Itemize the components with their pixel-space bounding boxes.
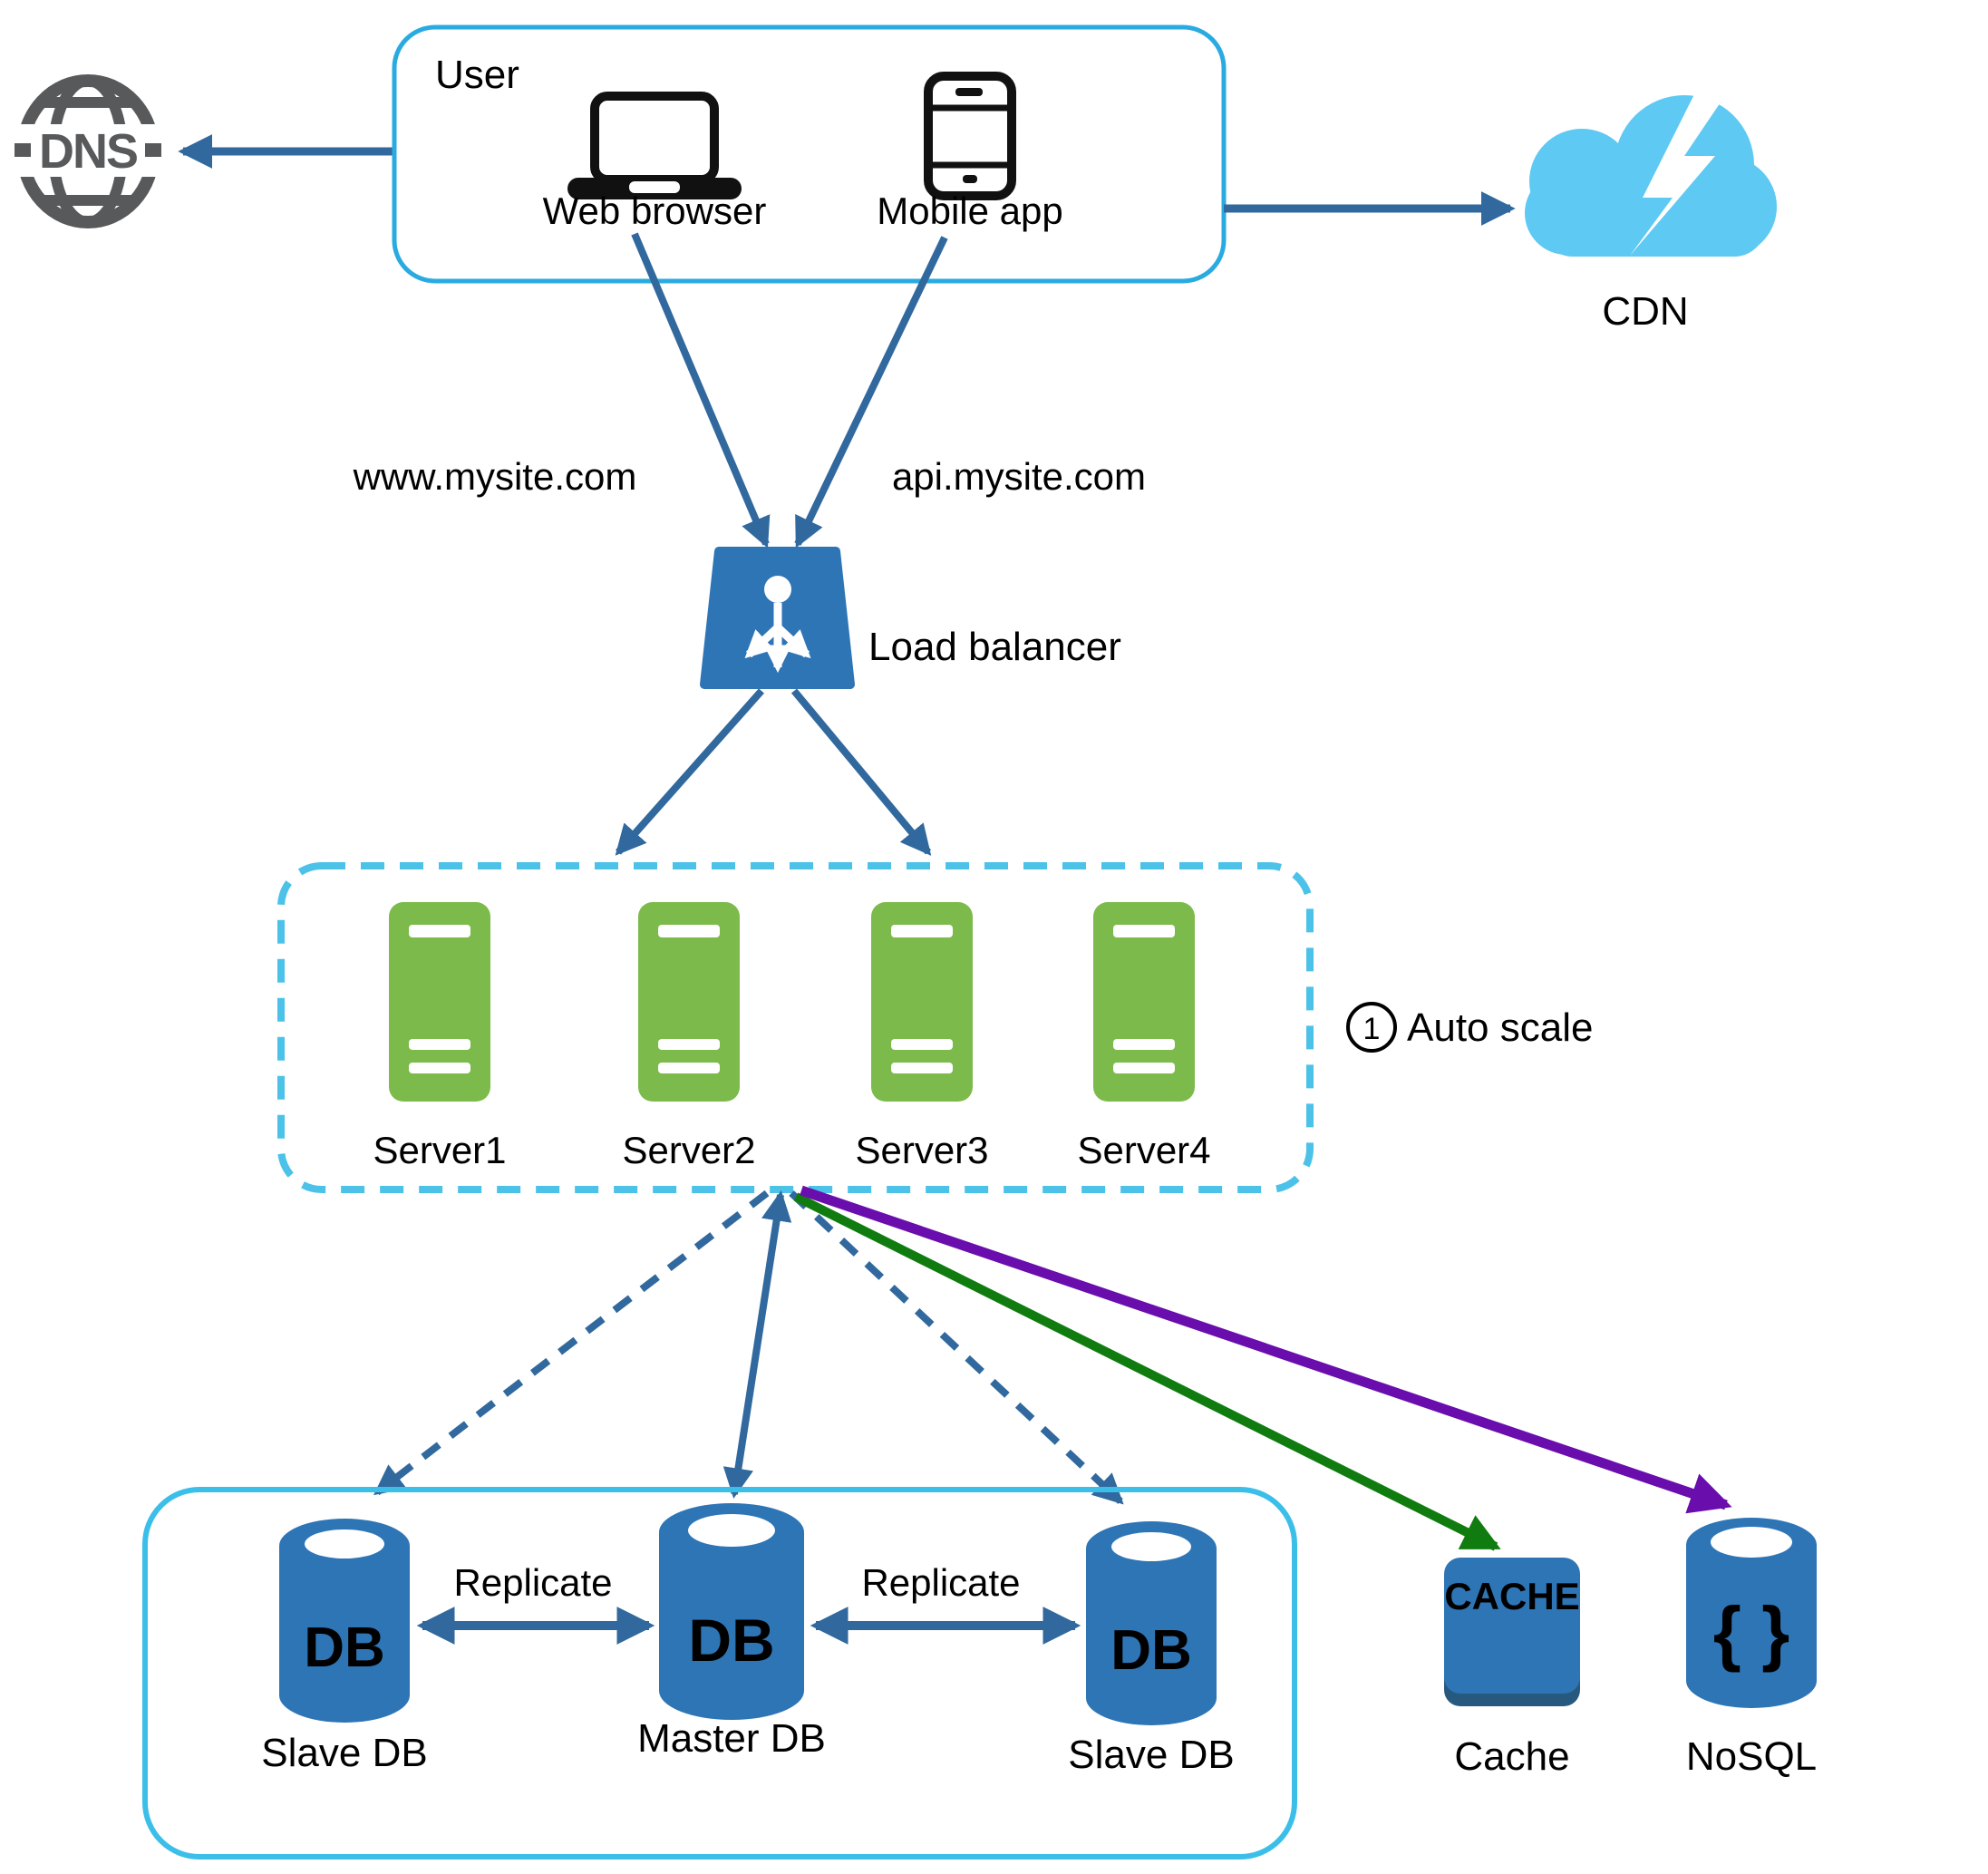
cdn-label: CDN [1602,289,1688,334]
server-farm-box [277,862,1314,1193]
arrow-servers-to-slave-left [373,1189,770,1496]
server1-icon [389,902,490,1102]
server4-label: Server4 [1077,1129,1210,1171]
server3-icon [871,902,973,1102]
nosql-label: NoSQL [1686,1734,1817,1779]
cache-icon: CACHE [1444,1558,1580,1706]
replicate-label-right: Replicate [861,1561,1020,1604]
web-browser-label: Web browser [543,189,767,232]
cdn-cloud-icon [1525,89,1777,257]
dns-label: DNS [39,124,137,179]
dns-globe-icon: DNS [15,74,161,228]
annotation-number: 1 [1363,1012,1381,1046]
load-balancer-label: Load balancer [868,625,1121,669]
lightning-bolt-icon [1630,89,1730,256]
server1-label: Server1 [373,1129,506,1171]
arrow-loadbalancer-to-servers-left [615,688,764,856]
master-db-label: Master DB [637,1716,826,1761]
mobile-app-label: Mobile app [877,189,1062,232]
auto-scale-label: Auto scale [1407,1005,1593,1050]
cache-label: Cache [1454,1734,1569,1779]
svg-text:DB: DB [304,1617,385,1679]
arrow-webbrowser-to-loadbalancer [631,232,771,549]
server2-icon [638,902,740,1102]
arrow-servers-to-slave-right [789,1190,1124,1505]
braces-icon: { } [1713,1592,1790,1673]
server3-label: Server3 [855,1129,988,1171]
server4-icon [1093,902,1195,1102]
master-db-icon: DB [659,1503,804,1720]
arrow-mobileapp-to-loadbalancer [794,236,948,549]
database-cluster-box [142,1487,1297,1859]
user-group-box [392,24,1227,284]
circled-number-icon [1346,1002,1397,1053]
laptop-icon [567,92,742,199]
www-domain-label: www.mysite.com [353,455,637,498]
slave-db-left-label: Slave DB [261,1731,427,1775]
load-balancer-icon [700,547,855,689]
arrow-servers-to-master [722,1190,792,1499]
api-domain-label: api.mysite.com [892,455,1146,498]
auto-scale-annotation: 1 Auto scale [1346,1002,1593,1053]
server2-label: Server2 [622,1129,755,1171]
slave-db-right-label: Slave DB [1068,1733,1234,1777]
slave-db-left-icon: DB [279,1519,410,1723]
svg-text:CACHE: CACHE [1444,1575,1579,1617]
svg-text:DB: DB [688,1607,774,1674]
replicate-label-left: Replicate [453,1561,612,1604]
arrow-servers-to-nosql [800,1185,1732,1514]
mobile-phone-icon [924,72,1016,200]
nosql-icon: { } [1686,1518,1817,1708]
arrow-loadbalancer-to-servers-right [790,688,932,856]
user-group-title: User [435,53,519,97]
slave-db-right-icon: DB [1086,1521,1217,1725]
svg-text:DB: DB [1110,1619,1192,1682]
arrow-servers-to-cache [793,1192,1501,1551]
